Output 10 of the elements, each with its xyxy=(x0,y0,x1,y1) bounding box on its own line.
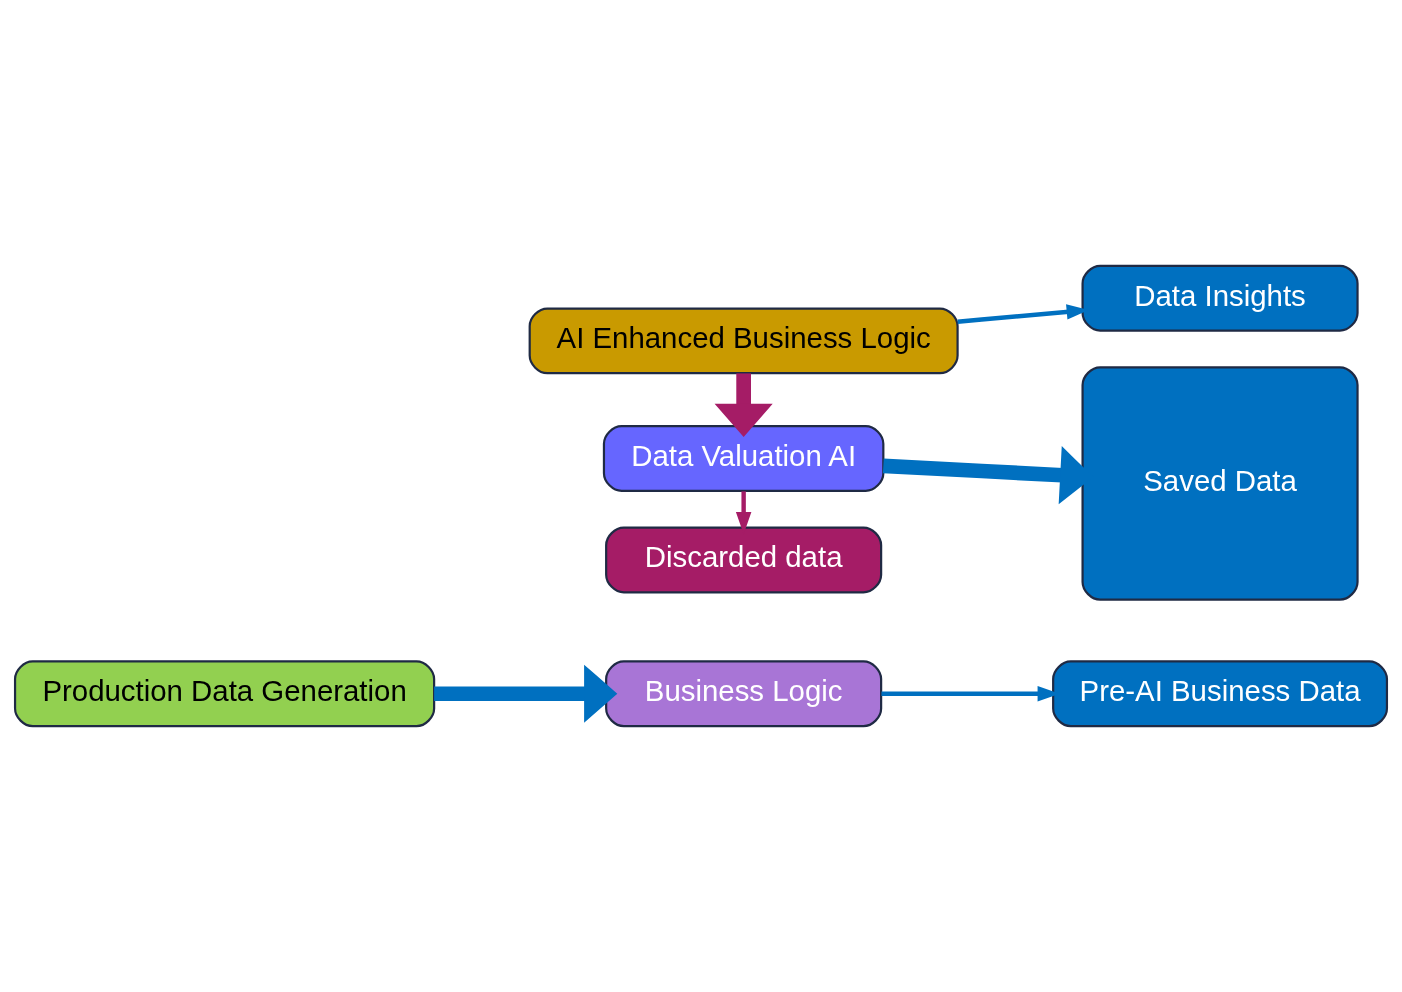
node-box: Discarded data xyxy=(605,526,883,594)
node-box: Data Valuation AI xyxy=(602,425,885,492)
arrow xyxy=(714,373,773,438)
node-box: Production Data Generation xyxy=(13,660,436,728)
node-box: Business Logic xyxy=(605,660,883,728)
arrow xyxy=(434,664,618,723)
node-box: Data Insights xyxy=(1081,264,1359,332)
node-box: Saved Data xyxy=(1081,366,1359,601)
node-box: Pre-AI Business Data xyxy=(1052,660,1389,728)
node-box: AI Enhanced Business Logic xyxy=(528,307,959,375)
